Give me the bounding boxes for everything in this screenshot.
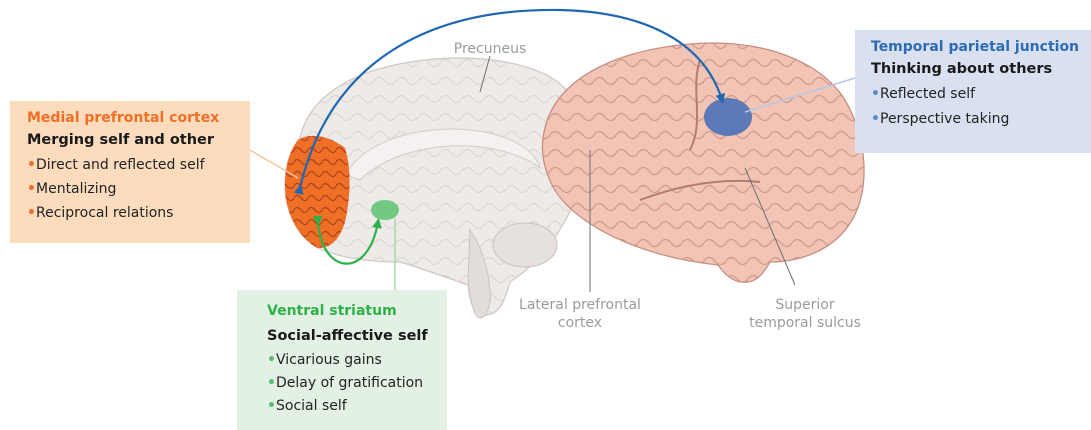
lpfc-label-line-1: Lateral prefrontal — [510, 296, 650, 314]
list-item-text: Delay of gratification — [276, 375, 423, 391]
bullet: • — [267, 349, 276, 372]
superior-temporal-sulcus-label: Superior temporal sulcus — [745, 296, 865, 332]
mpfc-region — [285, 136, 350, 248]
list-item: •Delay of gratification — [267, 372, 447, 395]
lateral-prefrontal-cortex-label: Lateral prefrontal cortex — [510, 296, 650, 332]
list-item: •Perspective taking — [871, 107, 1091, 132]
cerebellum — [493, 223, 557, 267]
bullet: • — [27, 201, 36, 225]
list-item-text: Perspective taking — [880, 111, 1009, 127]
list-item-text: Reciprocal relations — [36, 205, 173, 221]
lateral-brain-view — [542, 43, 864, 282]
list-item: •Reciprocal relations — [27, 201, 250, 225]
list-item-text: Vicarious gains — [276, 352, 382, 368]
ventral-striatum-subtitle: Social-affective self — [267, 326, 447, 346]
list-item-text: Social self — [276, 398, 347, 414]
ventral-striatum-info-box: Ventral striatum Social-affective self •… — [237, 290, 447, 430]
list-item: •Mentalizing — [27, 177, 250, 201]
lateral-brain-folds — [542, 43, 864, 282]
list-item-text: Mentalizing — [36, 181, 116, 197]
ventral-striatum-list: •Vicarious gains •Delay of gratification… — [267, 349, 447, 418]
sts-label-line-2: temporal sulcus — [745, 314, 865, 332]
list-item: •Vicarious gains — [267, 349, 447, 372]
list-item: •Direct and reflected self — [27, 153, 250, 177]
sts-label-line-1: Superior — [745, 296, 865, 314]
list-item: •Social self — [267, 395, 447, 418]
bullet: • — [871, 107, 880, 132]
ventral-striatum-region — [371, 200, 399, 220]
list-item: •Reflected self — [871, 82, 1091, 107]
lpfc-label-line-2: cortex — [510, 314, 650, 332]
tpj-region — [704, 98, 752, 136]
mpfc-subtitle: Merging self and other — [27, 130, 250, 150]
precuneus-label: Precuneus — [440, 40, 540, 58]
bullet: • — [267, 395, 276, 418]
tpj-subtitle: Thinking about others — [871, 59, 1091, 79]
list-item-text: Direct and reflected self — [36, 157, 205, 173]
tpj-list: •Reflected self •Perspective taking — [871, 82, 1091, 132]
bullet: • — [267, 372, 276, 395]
tpj-info-box: Temporal parietal junction Thinking abou… — [855, 30, 1091, 153]
bullet: • — [871, 82, 880, 107]
mpfc-title: Medial prefrontal cortex — [27, 109, 250, 127]
list-item-text: Reflected self — [880, 86, 975, 102]
ventral-striatum-title: Ventral striatum — [267, 302, 447, 320]
bullet: • — [27, 153, 36, 177]
bullet: • — [27, 177, 36, 201]
mpfc-info-box: Medial prefrontal cortex Merging self an… — [10, 101, 250, 243]
tpj-title: Temporal parietal junction — [871, 38, 1091, 56]
mpfc-list: •Direct and reflected self •Mentalizing … — [27, 153, 250, 225]
